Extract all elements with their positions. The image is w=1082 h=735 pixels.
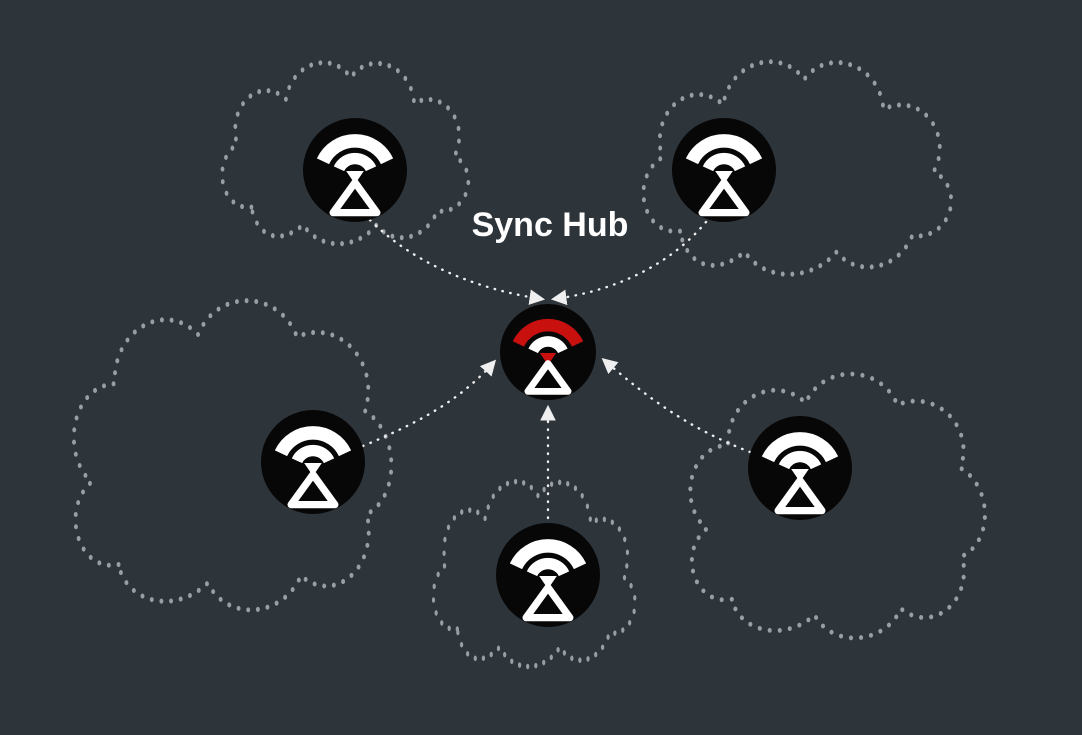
station-node-top-right xyxy=(672,118,776,222)
sync-hub-label: Sync Hub xyxy=(472,206,629,244)
station-node-middle-left xyxy=(261,410,365,514)
station-node-bottom-center xyxy=(496,523,600,627)
cloud-outline-middle-right xyxy=(690,374,985,638)
sync-arrow-top-right xyxy=(550,220,708,306)
sync-arrow-middle-left xyxy=(361,359,497,448)
sync-hub-node xyxy=(500,304,596,400)
sync-arrow-middle-right xyxy=(601,357,752,454)
station-node-top-left xyxy=(303,118,407,222)
station-node-middle-right xyxy=(748,416,852,520)
sync-arrow-top-left xyxy=(368,218,546,305)
